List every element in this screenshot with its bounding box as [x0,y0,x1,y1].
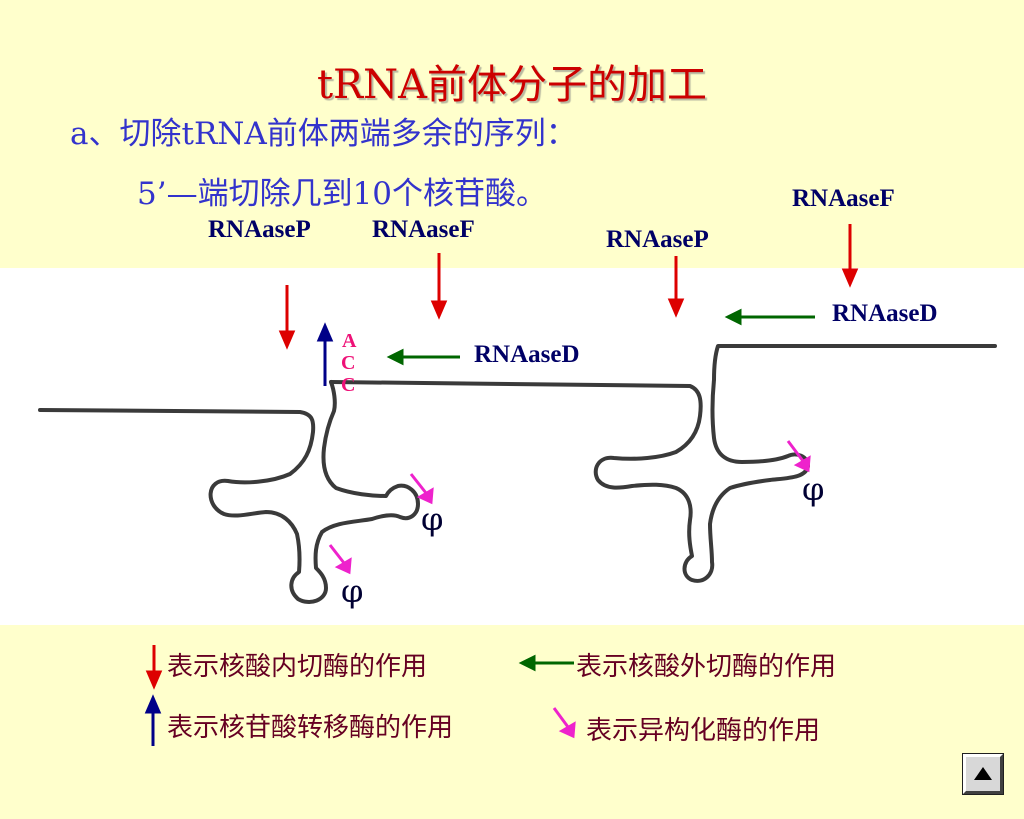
isomerase-arrows [328,440,811,575]
iso-arrow-3 [786,440,805,462]
phi-symbol-2: φ [341,572,364,610]
legend-exonuclease-icon [518,654,574,672]
transferase-arrow [316,322,334,386]
label-rnaasef-right: RNAaseF [792,185,895,212]
label-rnaasef-left: RNAaseF [372,216,475,243]
label-rnaased-right: RNAaseD [832,300,938,327]
triangle-up-icon [974,767,992,780]
trna-left-to-right [329,344,997,583]
acc-letter-c1: C [341,352,356,374]
phi-symbol-1: φ [421,500,444,538]
header-band [0,0,1024,268]
subtitle-b: 5’—端切除几到10个核苷酸。 [137,176,548,212]
iso-arrow-1 [409,473,428,494]
legend-endonuclease-text: 表示核酸内切酶的作用 [167,652,428,682]
phi-symbol-3: φ [802,470,825,508]
label-rnaased-left: RNAaseD [474,341,580,368]
slide-title: tRNA前体分子的加工 [316,62,708,108]
trna-precursor-left [38,344,997,604]
legend-icons [144,645,576,746]
endonuclease-arrows [278,224,859,350]
iso-arrow-2 [328,544,346,564]
legend-isomerase-icon [552,707,576,739]
legend-endonuclease-icon [145,645,163,690]
nav-up-button[interactable] [962,753,1004,795]
legend-band [0,625,1024,819]
label-rnaasep-right: RNAaseP [606,226,709,253]
acc-letter-c2: C [341,374,356,396]
label-rnaasep-left: RNAaseP [208,216,311,243]
trna-left-backbone [38,380,420,604]
legend-isomerase-text: 表示异构化酶的作用 [586,716,821,746]
legend-exonuclease-text: 表示核酸外切酶的作用 [576,652,837,682]
subtitle-a: a、切除tRNA前体两端多余的序列： [70,116,577,152]
legend-transferase-text: 表示核苷酸转移酶的作用 [167,713,454,743]
legend-transferase-icon [144,694,162,746]
exonuclease-arrows [386,308,815,366]
diagram-band [0,268,1024,625]
acc-letter-a: A [342,330,357,352]
